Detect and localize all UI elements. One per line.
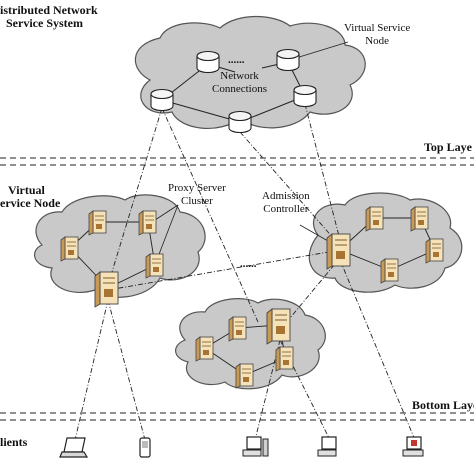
top-layer-label: Top Laye — [424, 140, 472, 154]
server-icon — [425, 238, 444, 264]
node-cylinder-icon — [276, 48, 300, 72]
virtual-service-node-label: Virtual Service Node — [344, 22, 411, 47]
virtual-service-node-left-label: Virtual ervice Node — [0, 183, 61, 210]
node-cylinder-icon — [293, 84, 317, 108]
node-cylinder-icon — [150, 88, 174, 112]
server-icon — [380, 258, 399, 284]
desktop-computer-icon — [402, 436, 424, 457]
clients-label: lients — [0, 435, 28, 449]
server-icon — [410, 206, 429, 232]
server-icon — [138, 210, 157, 236]
laptop-icon — [59, 437, 89, 458]
server-icon — [88, 210, 107, 236]
mobile-phone-icon — [139, 437, 151, 458]
server-icon — [275, 346, 294, 372]
desktop-computer-icon — [317, 436, 337, 457]
proxy-server-cluster-label: Proxy Server Cluster — [168, 182, 226, 207]
server-icon — [145, 253, 164, 279]
system-title: istributed Network Service System — [0, 3, 98, 30]
server-icon — [60, 236, 79, 262]
bottom-layer-label: Bottom Laye — [412, 398, 474, 412]
server-icon — [266, 308, 291, 345]
network-connections-label: Network Connections — [212, 70, 267, 95]
admission-controller-icon — [326, 233, 351, 270]
proxy-server-icon — [94, 271, 119, 308]
admission-controller-label: Admission Controller — [262, 190, 310, 215]
desktop-computer-icon — [242, 436, 269, 457]
server-icon — [228, 316, 247, 342]
node-cylinder-icon — [228, 110, 252, 134]
server-icon — [235, 363, 254, 389]
middle-dots: ...... — [240, 258, 257, 270]
top-dots: ...... — [228, 54, 245, 66]
server-icon — [365, 206, 384, 232]
server-icon — [195, 336, 214, 362]
